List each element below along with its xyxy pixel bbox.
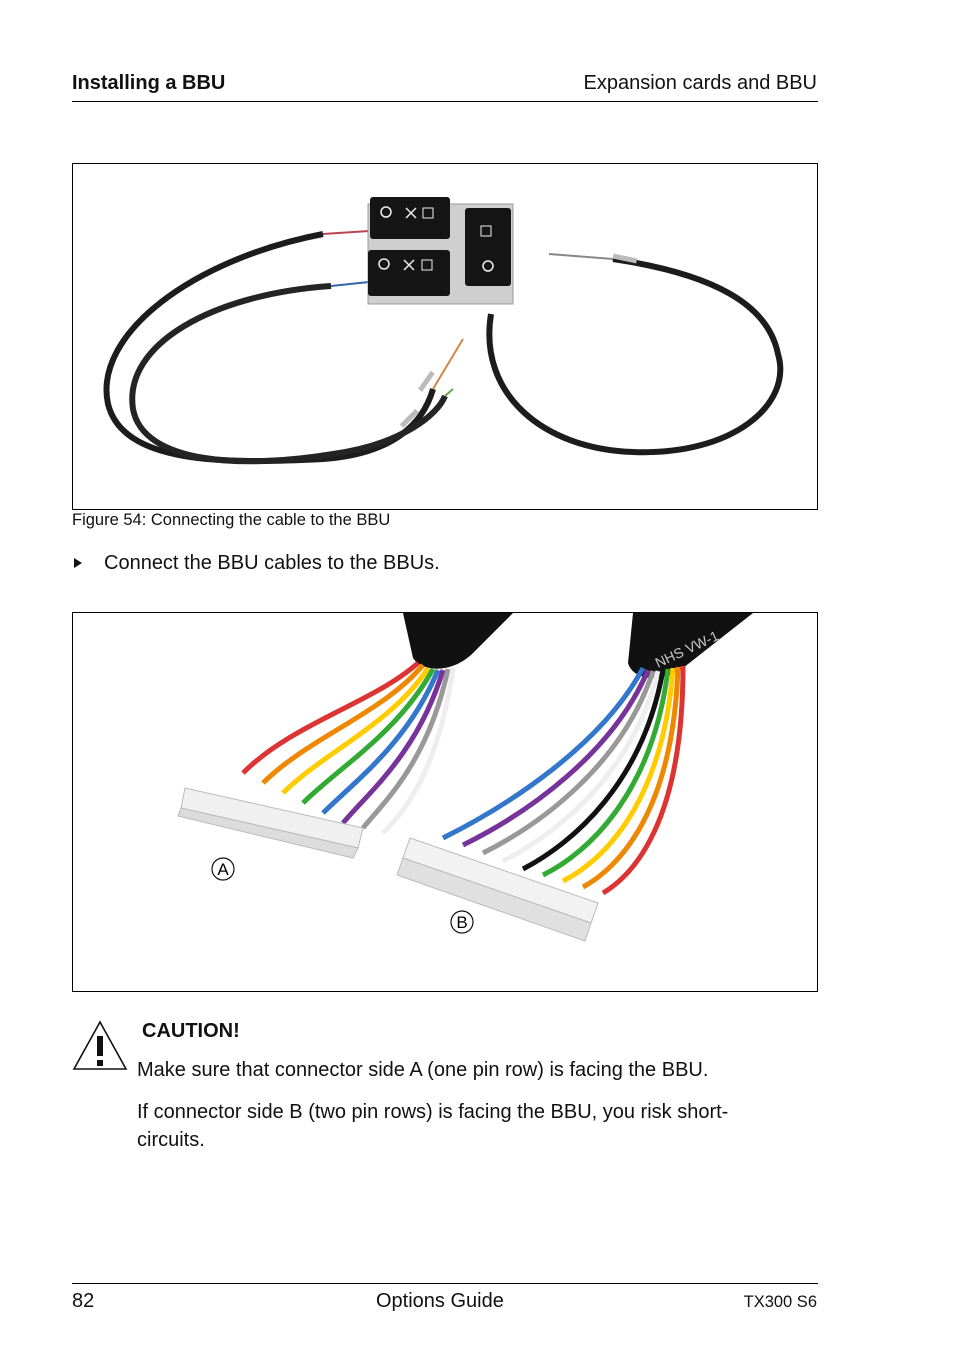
caution-triangle-icon bbox=[72, 1020, 128, 1077]
figure-bbu-cables bbox=[72, 163, 818, 510]
bbu-module-3 bbox=[465, 208, 511, 286]
wire-fan-a bbox=[241, 661, 456, 835]
connectors-illustration: NHS VW-1 bbox=[177, 613, 753, 942]
connector-b bbox=[396, 837, 599, 942]
callout-b-circle bbox=[450, 910, 474, 934]
bbu-module-2 bbox=[368, 250, 450, 296]
callout-b-label: B bbox=[456, 913, 467, 932]
figure-caption: Figure 54: Connecting the cable to the B… bbox=[72, 511, 391, 529]
footer-guide-title: Options Guide bbox=[376, 1290, 504, 1312]
page-number: 82 bbox=[72, 1290, 95, 1312]
bbu-module-1 bbox=[370, 197, 450, 239]
header-rule bbox=[72, 101, 818, 102]
callout-a-circle bbox=[211, 857, 235, 881]
bbu-cables-illustration bbox=[103, 197, 784, 465]
caution-title: CAUTION! bbox=[142, 1020, 240, 1042]
connector-a bbox=[177, 787, 364, 859]
figure-connectors: NHS VW-1 bbox=[72, 612, 818, 992]
caution-paragraph-2: If connector side B (two pin rows) is fa… bbox=[137, 1101, 729, 1151]
instruction-step: Connect the BBU cables to the BBUs. bbox=[72, 552, 440, 575]
wire-fan-b bbox=[441, 665, 686, 896]
running-header-chapter: Expansion cards and BBU bbox=[583, 72, 817, 94]
instruction-step-text: Connect the BBU cables to the BBUs. bbox=[104, 552, 440, 574]
callout-a-label: A bbox=[217, 860, 229, 879]
footer-rule bbox=[72, 1283, 818, 1284]
footer-model: TX300 S6 bbox=[743, 1293, 817, 1311]
bullet-arrow-icon bbox=[74, 557, 82, 568]
running-header-section: Installing a BBU bbox=[72, 72, 226, 94]
caution-paragraph-1: Make sure that connector side A (one pin… bbox=[137, 1059, 709, 1081]
